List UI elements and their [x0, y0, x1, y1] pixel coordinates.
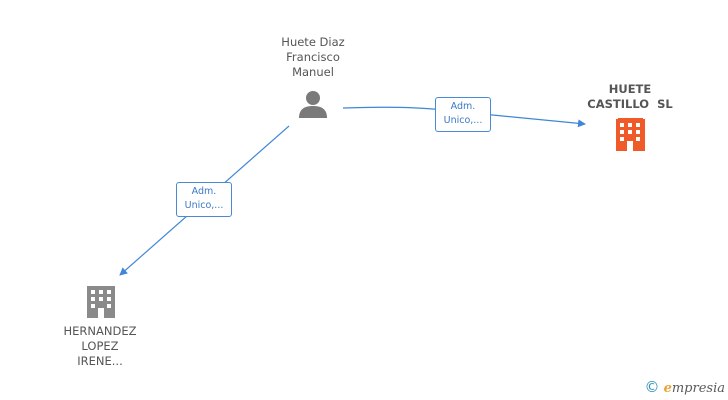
company-other-label[interactable]: HERNANDEZ LOPEZ IRENE...	[50, 324, 150, 369]
company-other-name-line: HERNANDEZ	[63, 324, 137, 338]
brand-initial: e	[663, 381, 672, 396]
person-node-label[interactable]: Huete Diaz Francisco Manuel	[263, 35, 363, 80]
person-name-line: Francisco	[286, 50, 340, 64]
edge-label-role[interactable]: Adm. Unico,...	[176, 182, 232, 217]
role-line: Unico,...	[184, 200, 224, 211]
company-main-name-line: CASTILLO SL	[587, 97, 673, 111]
person-name-line: Huete Diaz	[281, 35, 345, 49]
person-name-line: Manuel	[292, 65, 334, 79]
edge-label-role[interactable]: Adm. Unico,...	[435, 97, 491, 132]
brand-name: mpresia	[671, 381, 725, 396]
copyright-symbol: ©	[644, 378, 660, 396]
company-other-name-line: IRENE...	[77, 354, 123, 368]
role-line: Adm.	[191, 186, 217, 197]
company-main-name-line: HUETE	[608, 82, 652, 96]
role-line: Unico,...	[443, 115, 483, 126]
company-other-name-line: LOPEZ	[81, 339, 119, 353]
person-icon[interactable]	[299, 91, 327, 118]
building-icon[interactable]	[616, 118, 645, 151]
brand-logo: © empresia	[644, 378, 725, 396]
company-main-label[interactable]: HUETE CASTILLO SL	[572, 82, 688, 112]
building-icon[interactable]	[87, 286, 115, 318]
role-line: Adm.	[450, 101, 476, 112]
